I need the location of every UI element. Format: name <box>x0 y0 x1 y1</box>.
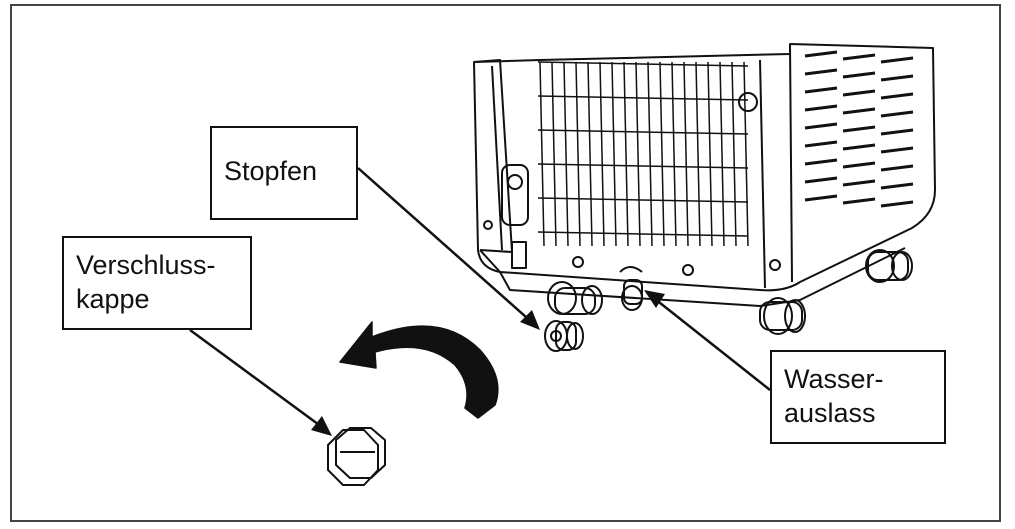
stopper-part <box>544 320 584 352</box>
outlet-leader-line <box>649 294 771 391</box>
cap-arrowhead <box>311 416 332 436</box>
air-conditioner-unit <box>473 43 936 307</box>
cap-part <box>327 427 386 486</box>
back-grille <box>537 61 749 247</box>
cap-leader-line <box>189 328 327 432</box>
side-louvers <box>804 50 914 208</box>
stopper-label: Stopfen <box>210 126 358 220</box>
stopper-label-text: Stopfen <box>224 156 318 186</box>
outlet-arrowhead <box>644 290 665 308</box>
stopper-leader-line <box>357 167 536 326</box>
outlet-label: Wasser- auslass <box>770 350 946 444</box>
screws <box>483 220 781 276</box>
stopper-arrowhead <box>520 310 540 330</box>
outlet-label-line-2: auslass <box>784 398 876 428</box>
cap-label: Verschluss- kappe <box>62 236 252 330</box>
leader-arrowheads <box>311 290 665 436</box>
outlet-label-line-1: Wasser- <box>784 364 884 394</box>
diagram-frame <box>10 4 1001 522</box>
wheels <box>547 249 913 335</box>
cap-label-line-2: kappe <box>76 284 150 314</box>
rotation-arrow <box>339 321 499 419</box>
leader-lines <box>189 167 771 432</box>
water-outlet <box>619 266 643 311</box>
cap-label-line-1: Verschluss- <box>76 250 216 280</box>
